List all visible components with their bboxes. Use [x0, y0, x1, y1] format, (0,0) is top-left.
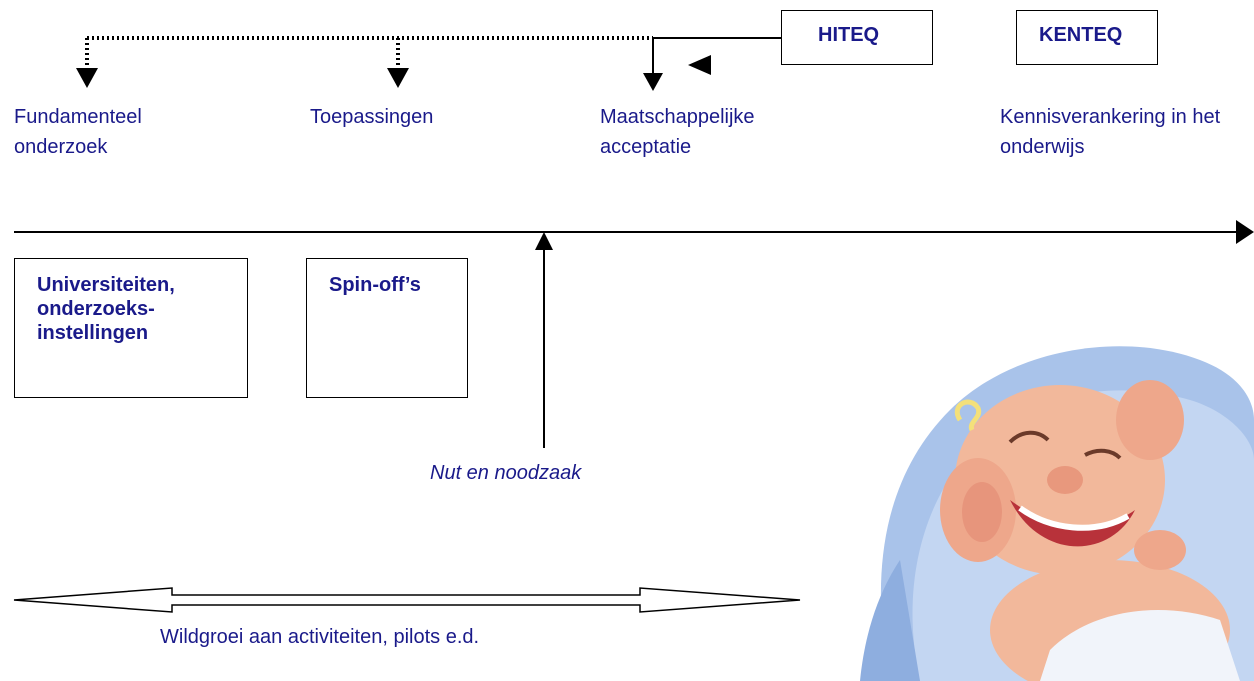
dotted-feedback-line	[85, 36, 653, 68]
nut-en-noodzaak-label: Nut en noodzaak	[430, 462, 582, 484]
spinoffs-box: Spin-off’s	[306, 258, 468, 398]
hiteq-label: HITEQ	[818, 24, 880, 46]
arrow-left-small	[688, 55, 711, 75]
wildgroei-double-arrow	[13, 587, 801, 613]
arrow-down-acceptatie	[643, 73, 663, 91]
spinoffs-label: Spin-off’s	[329, 274, 421, 296]
wildgroei-label: Wildgroei aan activiteiten, pilots e.d.	[160, 626, 480, 648]
baby-illustration	[860, 346, 1254, 681]
universiteiten-box: Universiteiten, onderzoeks-instellingen	[14, 258, 248, 398]
universiteiten-label: Universiteiten, onderzoeks-instellingen	[37, 274, 175, 344]
nut-arrow-head	[535, 232, 553, 250]
timeline-arrowhead	[1236, 220, 1254, 244]
kenteq-box: KENTEQ	[1016, 10, 1158, 65]
arrow-down-fundamenteel	[76, 68, 98, 88]
kenteq-label: KENTEQ	[1039, 24, 1123, 46]
stage-toepassingen: Toepassingen	[310, 106, 434, 128]
stage-kennisverankering: Kennisverankering in het onderwijs	[1000, 106, 1221, 158]
hiteq-connector	[652, 37, 781, 75]
arrow-down-toepassingen	[387, 68, 409, 88]
hiteq-box: HITEQ	[781, 10, 933, 65]
stage-acceptatie: Maatschappelijke acceptatie	[600, 106, 755, 158]
stage-fundamenteel: Fundamenteel onderzoek	[14, 106, 142, 158]
